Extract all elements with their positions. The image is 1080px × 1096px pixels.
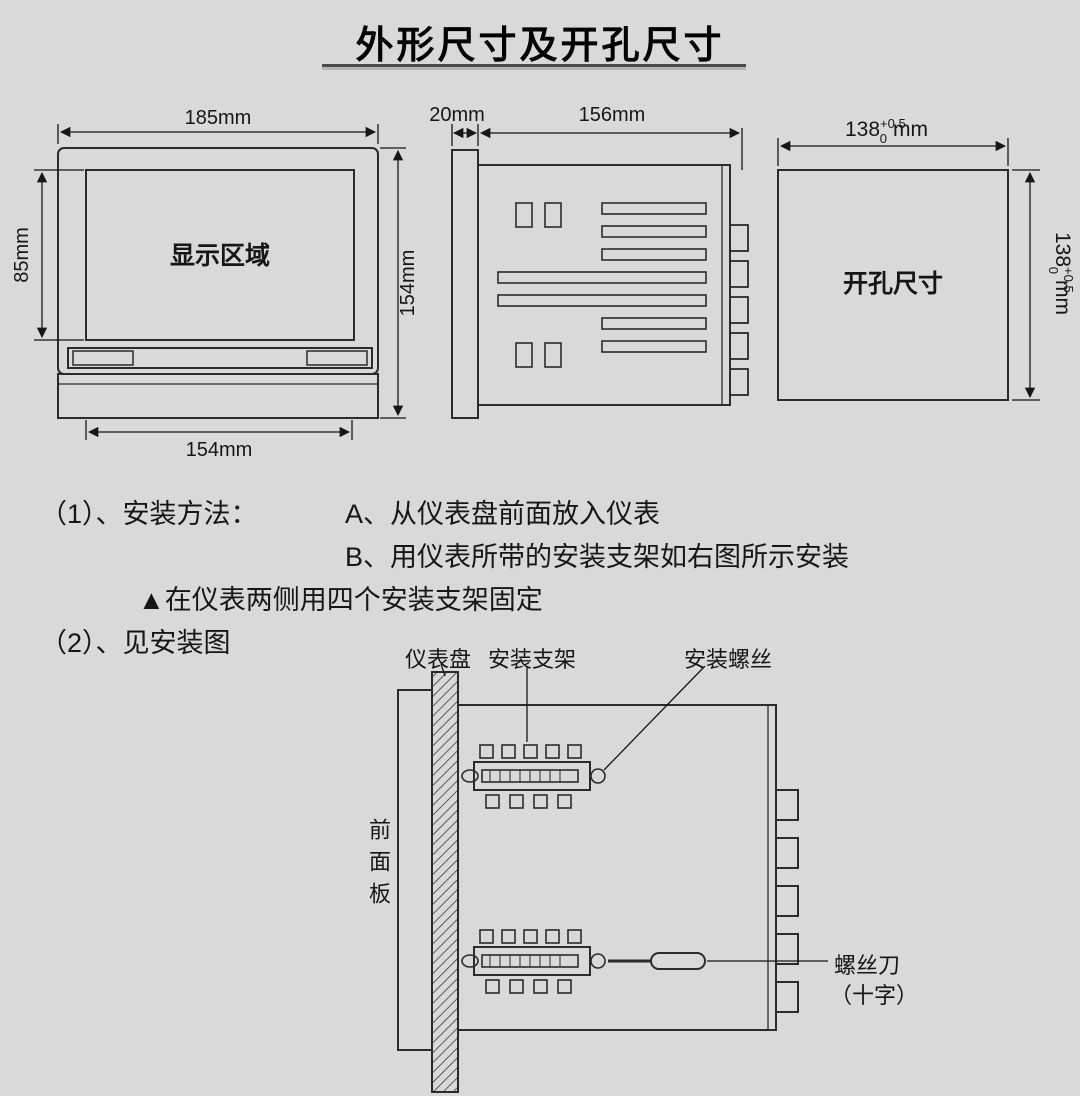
cutout-height-tol-minus: 0 [1046, 267, 1061, 274]
side-vent [497, 271, 707, 284]
bracket-label: 安装支架 [488, 647, 577, 672]
instrument-body-shape [457, 704, 777, 1031]
front-view-drawing [57, 147, 379, 419]
side-vent [497, 294, 707, 307]
terminal-lug [729, 368, 749, 396]
panel-wall-hatched [431, 671, 459, 1093]
display-area-label: 显示区域 [170, 242, 270, 270]
panel-label: 仪表盘 [405, 647, 472, 672]
side-view-dimensions [451, 124, 743, 170]
front-top-width-dim: 185mm [185, 107, 252, 129]
side-body [477, 164, 731, 406]
cutout-dimensions [777, 138, 1040, 401]
front-button-right [306, 350, 368, 366]
front-base [57, 373, 379, 419]
front-view-dimensions [34, 124, 406, 440]
side-slot [515, 202, 533, 228]
terminal-lug [729, 260, 749, 288]
terminal-lug [775, 933, 799, 965]
title-underline [322, 64, 746, 67]
terminal-lug [775, 789, 799, 821]
side-bezel [451, 149, 479, 419]
screwdriver-type-label: （十字） [830, 983, 919, 1008]
side-bezel-depth-dim: 20mm [429, 104, 485, 126]
mounting-bracket-bottom [461, 929, 606, 994]
cutout-width-unit: mm [893, 118, 928, 141]
side-slot [544, 202, 562, 228]
front-panel-label: 前面板 [366, 818, 391, 914]
front-display-height-dim: 85mm [11, 227, 33, 283]
screwdriver-label: 螺丝刀 [834, 953, 901, 978]
instruction-item1-label: （1）、安装方法： [40, 499, 258, 529]
install-diagram [397, 671, 799, 1093]
front-panel-shape [397, 689, 433, 1051]
side-vent [601, 340, 707, 353]
instruction-step-a: A、从仪表盘前面放入仪表 [345, 499, 661, 529]
front-total-height-dim: 154mm [397, 250, 419, 317]
screwdriver-shape [608, 952, 706, 970]
side-body-depth-dim: 156mm [579, 104, 646, 126]
terminal-lug [729, 332, 749, 360]
screw-label: 安装螺丝 [684, 647, 773, 672]
cutout-width-value: 138 [845, 118, 880, 141]
cutout-width-tol-minus: 0 [880, 131, 887, 146]
front-button-strip [67, 347, 373, 369]
cutout-height-dim: 138+0.50 mm [1046, 232, 1076, 315]
screw-tip [461, 769, 479, 783]
terminal-lug [775, 981, 799, 1013]
screw-leader [603, 665, 706, 771]
side-vent [601, 317, 707, 330]
side-slot [544, 342, 562, 368]
page-title: 外形尺寸及开孔尺寸 [355, 25, 725, 67]
instruction-note: ▲在仪表两侧用四个安装支架固定 [138, 585, 543, 615]
side-vent [601, 202, 707, 215]
cutout-width-tol-plus: +0.5 [880, 116, 906, 131]
panel-leader [440, 663, 446, 677]
instruction-item2-label: （2）、见安装图 [40, 628, 231, 658]
side-vent [601, 225, 707, 238]
cutout-height-value: 138 [1051, 232, 1074, 267]
display-area-outline [85, 169, 355, 341]
terminal-lug [775, 837, 799, 869]
cutout-view-drawing [777, 169, 1009, 401]
cutout-square [777, 169, 1009, 401]
mounting-screw-head-bottom [590, 953, 606, 969]
front-bottom-width-dim: 154mm [186, 439, 253, 461]
cutout-label: 开孔尺寸 [843, 270, 943, 298]
mounting-bracket-top [461, 744, 606, 809]
cutout-height-unit: mm [1051, 280, 1074, 315]
side-vent [601, 248, 707, 261]
front-button-left [72, 350, 134, 366]
terminal-lug [729, 224, 749, 252]
leader-lines [440, 663, 828, 962]
terminal-lug [775, 885, 799, 917]
cutout-height-tol-plus: +0.5 [1061, 267, 1076, 293]
screw-tip [461, 954, 479, 968]
terminal-lug [729, 296, 749, 324]
mounting-screw-head-top [590, 768, 606, 784]
side-view-drawing [451, 149, 749, 419]
side-slot [515, 342, 533, 368]
instruction-step-b: B、用仪表所带的安装支架如右图所示安装 [345, 542, 850, 572]
